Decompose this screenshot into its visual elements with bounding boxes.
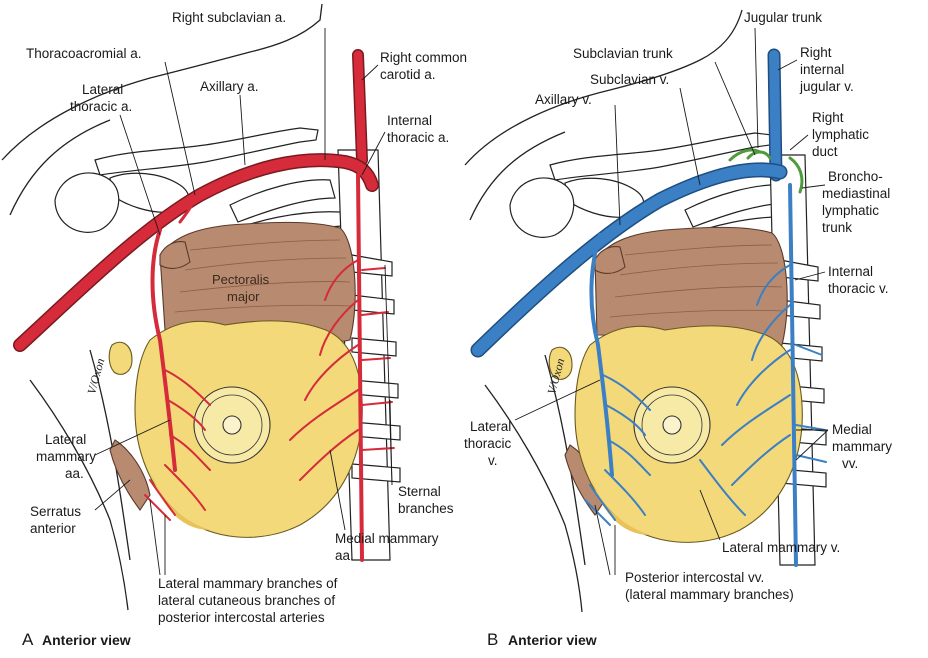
label-medial-mammary-2-a: aa. [335,548,354,563]
label-lateral-branches-3-a: posterior intercostal arteries [158,610,325,625]
label-right-internal-jugular-2-b: internal [800,62,844,77]
nipple-a [223,416,241,434]
label-internal-thoracic-2-a: thoracic a. [387,130,449,145]
label-right-common-carotid-1-a: Right common [380,50,467,65]
label-medial-mammary-vv-3-b: vv. [842,456,858,471]
humeral-head-b [510,178,574,237]
panel-letter-a: A [22,630,34,649]
label-right-internal-jugular-1-b: Right [800,45,832,60]
label-internal-thoracic-v-1-b: Internal [828,264,873,279]
label-lateral-mammary-3-a: aa. [65,466,84,481]
label-serratus-2-a: anterior [30,521,76,536]
humeral-head-a [55,173,119,232]
label-medial-mammary-vv-2-b: mammary [832,439,892,454]
label-axillary-a: Axillary a. [200,79,259,94]
label-sternal-2-a: branches [398,501,454,516]
axillary-fat-a [109,342,132,374]
label-right-common-carotid-2-a: carotid a. [380,67,436,82]
label-right-subclavian-a: Right subclavian a. [172,10,286,25]
panel-letter-b: B [487,630,498,649]
label-medial-mammary-vv-1-b: Medial [832,422,872,437]
label-pectoralis-1-a: Pectoralis [212,272,270,287]
label-sternal-1-a: Sternal [398,484,441,499]
deltoid-a [160,242,190,269]
label-lateral-thoracic-2-a: thoracic a. [70,99,132,114]
label-axillary-v-b: Axillary v. [535,92,592,107]
label-broncho-4-b: trunk [822,220,852,235]
label-thoracoacromial-a: Thoracoacromial a. [26,46,142,61]
label-posterior-intercostal-1-b: Posterior intercostal vv. [625,570,764,585]
illustrator-signature-a: V/Oxon [84,357,107,396]
view-title-a: Anterior view [42,632,131,648]
label-lateral-thoracic-v-2-b: thoracic [464,436,512,451]
label-medial-mammary-1-a: Medial mammary [335,531,439,546]
label-pectoralis-2-a: major [227,289,260,304]
label-internal-thoracic-v-2-b: thoracic v. [828,281,889,296]
label-lateral-mammary-v-b: Lateral mammary v. [722,540,840,555]
label-broncho-2-b: mediastinal [822,186,890,201]
label-right-lymphatic-3-b: duct [812,144,838,159]
label-posterior-intercostal-2-b: (lateral mammary branches) [625,587,794,602]
label-right-internal-jugular-3-b: jugular v. [799,79,854,94]
label-lateral-thoracic-1-a: Lateral [82,82,123,97]
label-subclavian-v-b: Subclavian v. [590,72,669,87]
panel-b: V/Oxon Jugular trunk Subclavian trunk Ri… [464,10,892,649]
arm-outline-a [30,380,128,610]
label-subclavian-trunk-b: Subclavian trunk [573,46,673,61]
label-serratus-1-a: Serratus [30,504,81,519]
label-lateral-branches-1-a: Lateral mammary branches of [158,576,338,591]
label-right-lymphatic-1-b: Right [812,110,844,125]
label-lateral-branches-2-a: lateral cutaneous branches of [158,593,335,608]
label-right-lymphatic-2-b: lymphatic [812,127,869,142]
label-jugular-trunk-b: Jugular trunk [744,10,822,25]
nipple-b [663,416,681,434]
label-lateral-mammary-2-a: mammary [36,449,96,464]
neck-shoulder-outline-b [465,10,742,165]
panel-a: V/Oxon Right subclavian a. Thoracoacromi… [2,4,467,649]
label-internal-thoracic-1-a: Internal [387,113,432,128]
label-broncho-3-b: lymphatic [822,203,879,218]
label-lateral-thoracic-v-1-b: Lateral [470,419,511,434]
view-title-b: Anterior view [508,632,597,648]
label-lateral-thoracic-v-3-b: v. [488,453,498,468]
label-lateral-mammary-1-a: Lateral [45,432,86,447]
label-broncho-1-b: Broncho- [828,169,883,184]
